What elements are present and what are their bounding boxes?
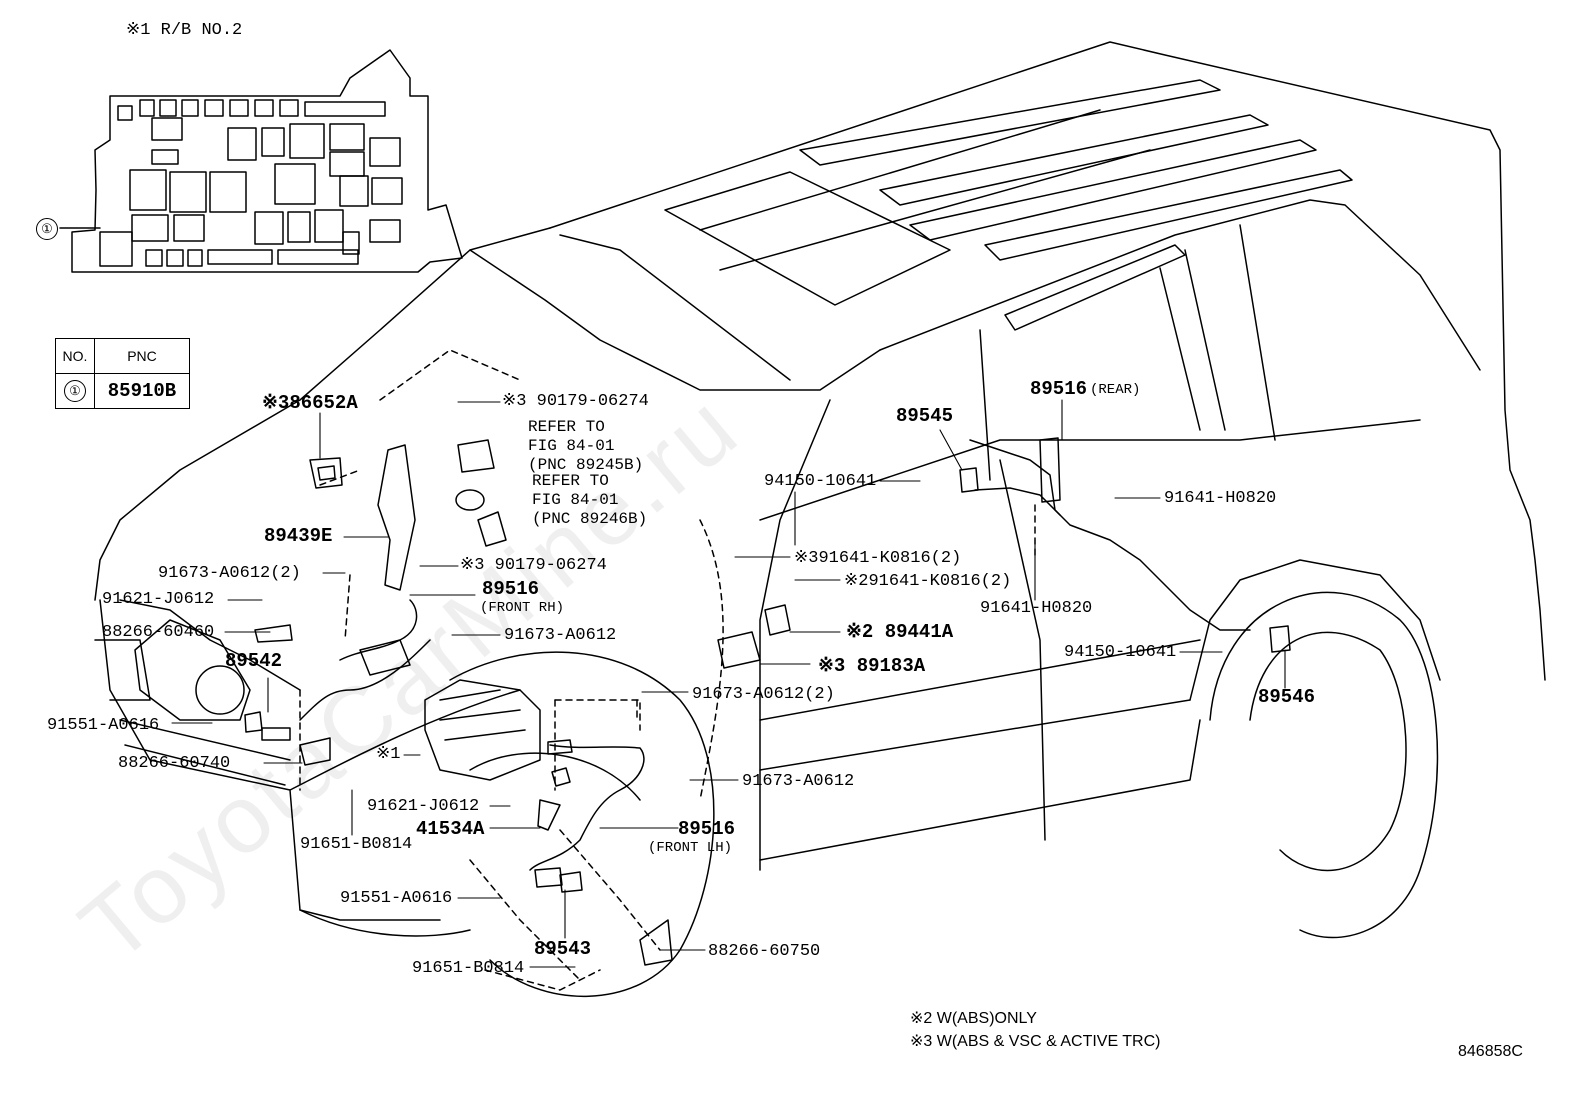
part-90179-06274-b[interactable]: ※3 90179-06274 — [460, 556, 607, 575]
part-91673-a0612-a[interactable]: 91673-A0612 — [504, 626, 617, 645]
part-91673-a0612-2-b[interactable]: 91673-A0612(2) — [692, 685, 835, 704]
rear-caption: (REAR) — [1090, 382, 1141, 398]
front-rh-caption: (FRONT RH) — [480, 600, 565, 616]
leader-lines — [171, 399, 1286, 968]
part-89516-front-rh[interactable]: 89516 — [482, 578, 540, 600]
part-89542[interactable]: 89542 — [225, 650, 283, 672]
part-94150-10641-b[interactable]: 94150-10641 — [1064, 643, 1177, 662]
relay-block-title: ※1 R/B NO.2 — [126, 21, 243, 40]
drawing-code: 846858C — [1458, 1043, 1523, 1060]
front-lh-caption: (FRONT LH) — [648, 840, 733, 856]
part-89183a[interactable]: ※3 89183A — [818, 655, 926, 677]
pnc-row-no: ① — [64, 380, 86, 402]
part-91551-a0616-a[interactable]: 91551-A0616 — [47, 716, 160, 735]
part-91641-k0816-2-a[interactable]: ※391641-K0816(2) — [794, 549, 962, 568]
note-abs-vsc-trc: ※3 W(ABS & VSC & ACTIVE TRC) — [910, 1033, 1161, 1050]
part-91641-k0816-2-b[interactable]: ※291641-K0816(2) — [844, 572, 1012, 591]
vehicle-body — [94, 41, 1546, 939]
pnc-row-no-cell: ① — [55, 373, 95, 409]
ref-fig-84-01-b[interactable]: REFER TO FIG 84-01 (PNC 89246B) — [532, 472, 647, 529]
pnc-head-no: NO. — [55, 338, 95, 374]
ref-a-line-3: (PNC 89245B) — [528, 455, 644, 474]
part-89441a[interactable]: ※2 89441A — [846, 621, 954, 643]
part-88266-60740[interactable]: 88266-60740 — [118, 754, 231, 773]
ref-a-line-2: FIG 84-01 — [528, 436, 615, 455]
part-89516-front-lh[interactable]: 89516 — [678, 818, 736, 840]
part-91551-a0616-b[interactable]: 91551-A0616 — [340, 889, 453, 908]
part-88266-60750[interactable]: 88266-60750 — [708, 942, 821, 961]
part-89546[interactable]: 89546 — [1258, 686, 1316, 708]
part-91621-j0612-a[interactable]: 91621-J0612 — [102, 590, 215, 609]
part-89516-rear[interactable]: 89516 — [1030, 378, 1088, 400]
part-90179-06274-a[interactable]: ※3 90179-06274 — [502, 392, 649, 411]
part-91673-a0612-b[interactable]: 91673-A0612 — [742, 772, 855, 791]
ref-b-line-3: (PNC 89246B) — [532, 509, 648, 528]
ref-fig-84-01-a[interactable]: REFER TO FIG 84-01 (PNC 89245B) — [528, 418, 643, 475]
part-91673-a0612-2-a[interactable]: 91673-A0612(2) — [158, 564, 301, 583]
part-91651-b0814-a[interactable]: 91651-B0814 — [300, 835, 413, 854]
parts-shapes — [244, 437, 1291, 966]
vehicle-front — [94, 599, 715, 997]
pnc-table: NO. PNC ① 85910B — [55, 338, 190, 409]
part-91621-j0612-b[interactable]: 91621-J0612 — [367, 797, 480, 816]
part-91641-h0820-b[interactable]: 91641-H0820 — [980, 599, 1093, 618]
relay-block-marker[interactable]: ※1 — [376, 745, 401, 764]
part-91641-h0820-a[interactable]: 91641-H0820 — [1164, 489, 1277, 508]
relay-block-drawing — [71, 49, 463, 273]
part-89543[interactable]: 89543 — [534, 938, 592, 960]
part-86652a[interactable]: ※386652A — [262, 392, 358, 414]
relay-callout-1: ① — [36, 218, 58, 240]
pnc-row-pnc: 85910B — [94, 373, 190, 409]
part-94150-10641-a[interactable]: 94150-10641 — [764, 472, 877, 491]
ref-a-line-1: REFER TO — [528, 418, 605, 436]
pnc-head-pnc: PNC — [94, 338, 190, 374]
part-91651-b0814-b[interactable]: 91651-B0814 — [412, 959, 525, 978]
part-41534a[interactable]: 41534A — [416, 818, 485, 840]
part-89545[interactable]: 89545 — [896, 405, 954, 427]
note-abs-only: ※2 W(ABS)ONLY — [910, 1010, 1037, 1027]
part-88266-60460[interactable]: 88266-60460 — [102, 623, 215, 642]
ref-b-line-2: FIG 84-01 — [532, 490, 619, 509]
part-89439e[interactable]: 89439E — [264, 525, 333, 547]
ref-b-line-1: REFER TO — [532, 472, 609, 490]
